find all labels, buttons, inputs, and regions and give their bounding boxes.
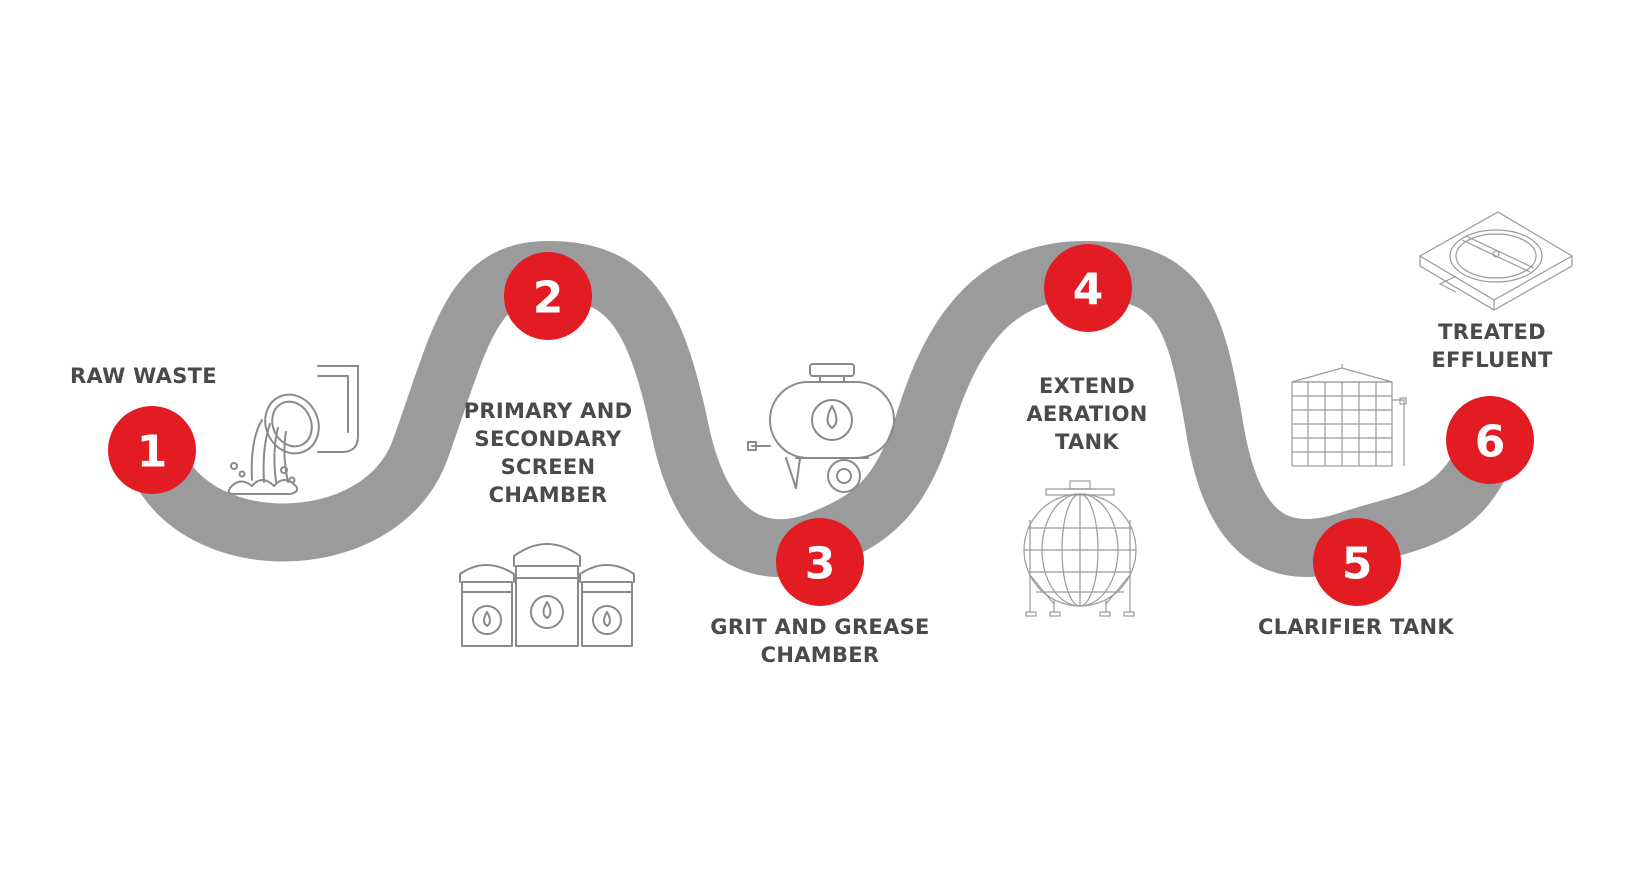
step-label-4: EXTEND AERATION TANK	[1002, 372, 1172, 456]
step-label-6-line-1: TREATED	[1438, 320, 1546, 344]
step-marker-5: 5	[1313, 518, 1401, 606]
step-label-2-line-3: SCREEN	[500, 455, 596, 479]
step-label-3-line-1: GRIT AND GREASE	[710, 615, 930, 639]
step-label-6-line-2: EFFLUENT	[1431, 348, 1553, 372]
step-label-6: TREATED EFFLUENT	[1412, 318, 1572, 374]
step-marker-4: 4	[1044, 244, 1132, 332]
screen-chamber-tanks-icon	[459, 543, 635, 647]
step-label-2-line-1: PRIMARY AND	[463, 399, 633, 423]
step-label-5-line-1: CLARIFIER TANK	[1257, 615, 1454, 639]
step-marker-3: 3	[776, 518, 864, 606]
step-number-5: 5	[1342, 539, 1373, 590]
step-number-1: 1	[137, 427, 168, 478]
cylindrical-storage-tank-icon	[1291, 364, 1407, 467]
step-label-2: PRIMARY AND SECONDARY SCREEN CHAMBER	[448, 397, 648, 509]
step-label-3: GRIT AND GREASE CHAMBER	[695, 613, 945, 669]
step-number-3: 3	[805, 539, 836, 590]
spherical-tank-icon	[1023, 480, 1137, 617]
step-label-1-line-1: RAW WASTE	[70, 364, 217, 388]
process-path	[124, 241, 1518, 578]
step-number-4: 4	[1073, 265, 1104, 316]
tank-trailer-icon	[747, 363, 895, 493]
step-label-4-line-2: AERATION	[1026, 402, 1148, 426]
step-label-2-line-4: CHAMBER	[488, 483, 608, 507]
step-marker-1: 1	[108, 406, 196, 494]
step-label-4-line-3: TANK	[1055, 430, 1119, 454]
step-label-2-line-2: SECONDARY	[474, 427, 622, 451]
step-label-1: RAW WASTE	[70, 362, 217, 390]
step-marker-2: 2	[504, 252, 592, 340]
clarifier-basin-icon	[1418, 211, 1574, 311]
step-marker-6: 6	[1446, 396, 1534, 484]
pipe-outflow-icon	[227, 365, 359, 495]
step-number-6: 6	[1475, 417, 1506, 468]
step-number-2: 2	[533, 273, 564, 324]
step-label-5: CLARIFIER TANK	[1244, 613, 1468, 641]
step-label-3-line-2: CHAMBER	[760, 643, 880, 667]
step-label-4-line-1: EXTEND	[1038, 374, 1135, 398]
